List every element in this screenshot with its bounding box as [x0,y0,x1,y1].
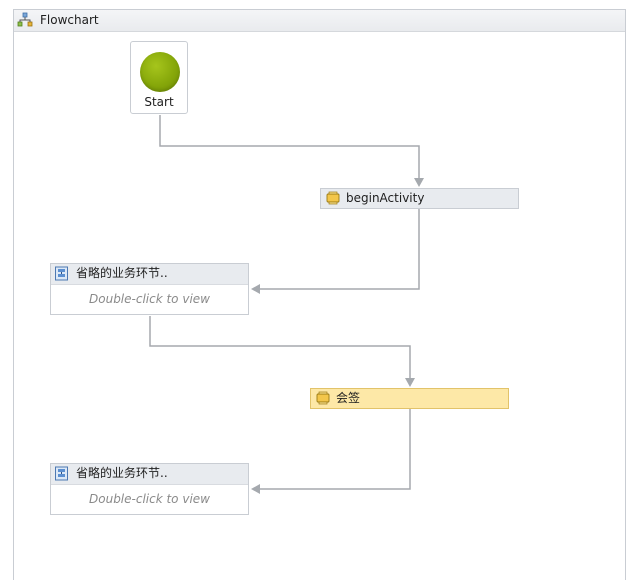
double-click-hint: Double-click to view [89,492,210,506]
sequence-container-2[interactable]: 省略的业务环节.. Double-click to view [50,463,249,515]
start-label: Start [144,95,174,109]
container-2-title: 省略的业务环节.. [76,466,168,480]
activity-icon [326,191,340,205]
connector-container1-huiqian[interactable] [149,316,411,378]
sequence-icon [55,466,68,481]
connector-huiqian-container2[interactable] [260,409,411,490]
arrow-head-3 [405,378,415,387]
flowchart-header[interactable]: Flowchart [14,10,625,32]
arrow-head-4 [251,484,260,494]
activity-huiqian-label: 会签 [336,391,361,405]
container-header: 省略的业务环节.. [51,264,248,285]
activity-icon [316,391,330,405]
container-1-title: 省略的业务环节.. [76,266,168,280]
connector-start-begin[interactable] [159,115,420,178]
activity-begin-label: beginActivity [346,191,425,205]
connector-begin-container1[interactable] [260,209,420,290]
flowchart-icon [17,12,33,27]
activity-begin[interactable]: beginActivity [320,188,519,209]
arrow-head-2 [251,284,260,294]
start-circle-icon [140,52,180,92]
sequence-container-1[interactable]: 省略的业务环节.. Double-click to view [50,263,249,315]
sequence-icon [55,266,68,281]
flowchart-title: Flowchart [40,13,99,27]
start-node[interactable]: Start [130,41,188,114]
double-click-hint: Double-click to view [89,292,210,306]
container-header: 省略的业务环节.. [51,464,248,485]
activity-huiqian[interactable]: 会签 [310,388,509,409]
arrow-head-1 [414,178,424,187]
